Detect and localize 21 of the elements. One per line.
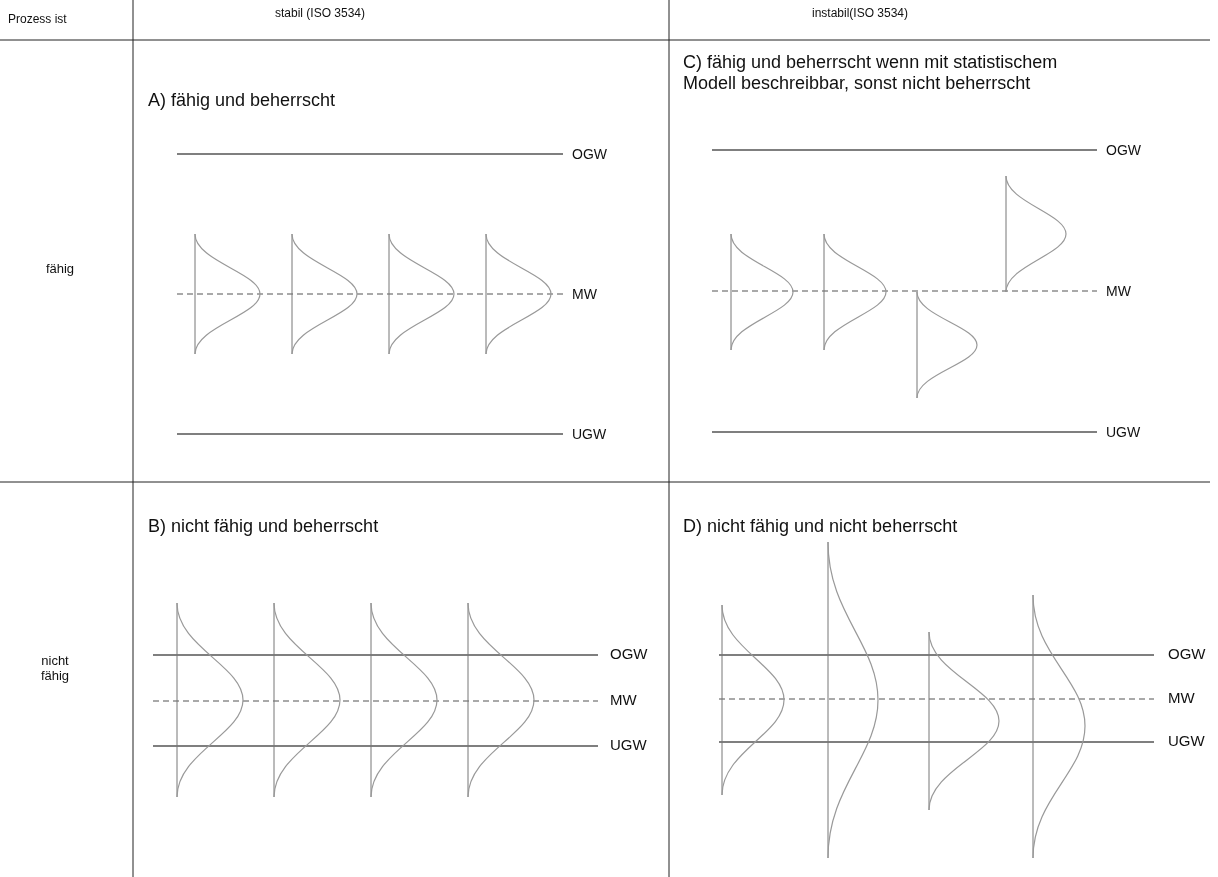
limit-label: OGW: [1106, 142, 1141, 159]
panel-title: A) fähig und beherrscht: [148, 90, 336, 111]
limit-label: OGW: [610, 645, 648, 663]
limit-label: MW: [1106, 283, 1131, 300]
limit-label: OGW: [1168, 645, 1206, 663]
panel-title: C) fähig und beherrscht wenn mit statistischem Modell beschreibbar, sonst nicht beherrscht: [683, 52, 1059, 94]
column-header: stabil (ISO 3534): [274, 7, 365, 21]
limit-label: OGW: [572, 146, 607, 163]
panel-title: D) nicht fähig und nicht beherrscht: [683, 516, 958, 537]
limit-label: UGW: [572, 426, 607, 443]
row-header: fähig: [45, 262, 75, 277]
row-header: nicht fähig: [39, 654, 71, 684]
limit-label: UGW: [1168, 732, 1205, 750]
limit-label: MW: [572, 286, 597, 303]
limit-label: MW: [1168, 689, 1195, 707]
limit-label: UGW: [1106, 424, 1141, 441]
row-header-title: Prozess ist: [8, 13, 67, 27]
column-header: instabil(ISO 3534): [811, 7, 908, 21]
limit-label: MW: [610, 691, 637, 709]
panel-title: B) nicht fähig und beherrscht: [148, 516, 379, 537]
limit-label: UGW: [610, 736, 647, 754]
